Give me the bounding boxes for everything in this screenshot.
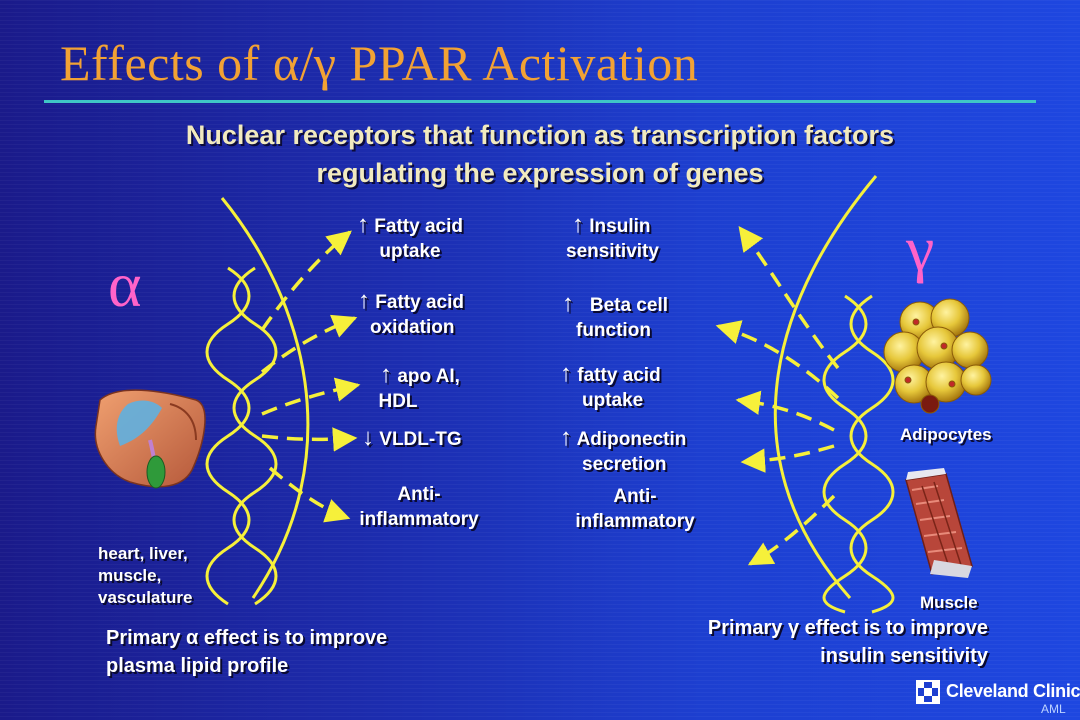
alpha-effect-apo-ai-hdl: ↑ apo AI, HDL xyxy=(378,361,460,412)
alpha-arrow-anti-inflammatory xyxy=(268,466,351,523)
alpha-arrow-fatty-acid-oxidation xyxy=(260,314,358,374)
muscle-bundle xyxy=(905,468,973,578)
alpha-dna-helix xyxy=(205,266,278,606)
muscle-label: Muscle xyxy=(920,593,978,612)
gamma-arrow-anti-inflammatory xyxy=(747,494,836,566)
alpha-effect-vldl-tg: ↓ VLDL-TG xyxy=(362,424,462,451)
gamma-arrow-insulin-sensitivity xyxy=(738,226,840,370)
gamma-effect-adiponectin-secretion: ↑ Adiponectin secretion xyxy=(560,424,687,475)
alpha-effect-anti-inflammatory: Anti- inflammatory xyxy=(359,484,479,530)
alpha-membrane-curve xyxy=(220,197,310,599)
gamma-membrane-curve xyxy=(773,175,878,599)
gamma-arrow-beta-cell-function xyxy=(715,320,840,400)
gamma-dna-helix xyxy=(822,294,895,614)
liver-illustration xyxy=(94,389,206,489)
gamma-effect-fatty-acid-uptake: ↑ fatty acid uptake xyxy=(560,360,661,411)
author-mark: AML xyxy=(1041,702,1066,716)
gamma-effect-anti-inflammatory: Anti- inflammatory xyxy=(575,486,695,532)
adipocytes-label: Adipocytes xyxy=(900,425,992,444)
subtitle-line-2: regulating the expression of genes xyxy=(316,158,764,188)
alpha-arrow-fatty-acid-uptake xyxy=(260,230,352,332)
cleveland-clinic-wordmark: Cleveland Clinic xyxy=(946,681,1080,701)
alpha-tissues-label: heart, liver, muscle, vasculature xyxy=(98,544,193,607)
alpha-effect-fatty-acid-oxidation: ↑ Fatty acid oxidation xyxy=(358,287,464,338)
gamma-arrow-fatty-acid-uptake xyxy=(735,390,835,432)
adipocyte-cluster xyxy=(883,298,992,414)
gamma-summary: Primary γ effect is to improve insulin s… xyxy=(707,617,988,667)
alpha-summary: Primary α effect is to improve plasma li… xyxy=(106,627,388,677)
title-underline xyxy=(44,100,1036,103)
slide-title: Effects of α/γ PPAR Activation xyxy=(60,35,699,91)
subtitle: Nuclear receptors that function as trans… xyxy=(0,116,1080,192)
subtitle-line-1: Nuclear receptors that function as trans… xyxy=(185,120,895,150)
alpha-arrow-vldl-tg xyxy=(261,427,358,452)
gamma-symbol: γ xyxy=(906,213,935,284)
gamma-arrow-adiponectin-secretion xyxy=(740,444,835,473)
alpha-effect-fatty-acid-uptake: ↑ Fatty acid uptake xyxy=(357,211,463,262)
cleveland-clinic-logo-icon xyxy=(916,680,940,704)
gamma-effect-beta-cell-function: ↑ Beta cell function xyxy=(562,290,668,341)
alpha-symbol: α xyxy=(108,249,142,320)
alpha-arrow-apo-ai-hdl xyxy=(261,377,361,416)
gamma-effect-insulin-sensitivity: ↑ Insulin sensitivity xyxy=(566,211,659,262)
